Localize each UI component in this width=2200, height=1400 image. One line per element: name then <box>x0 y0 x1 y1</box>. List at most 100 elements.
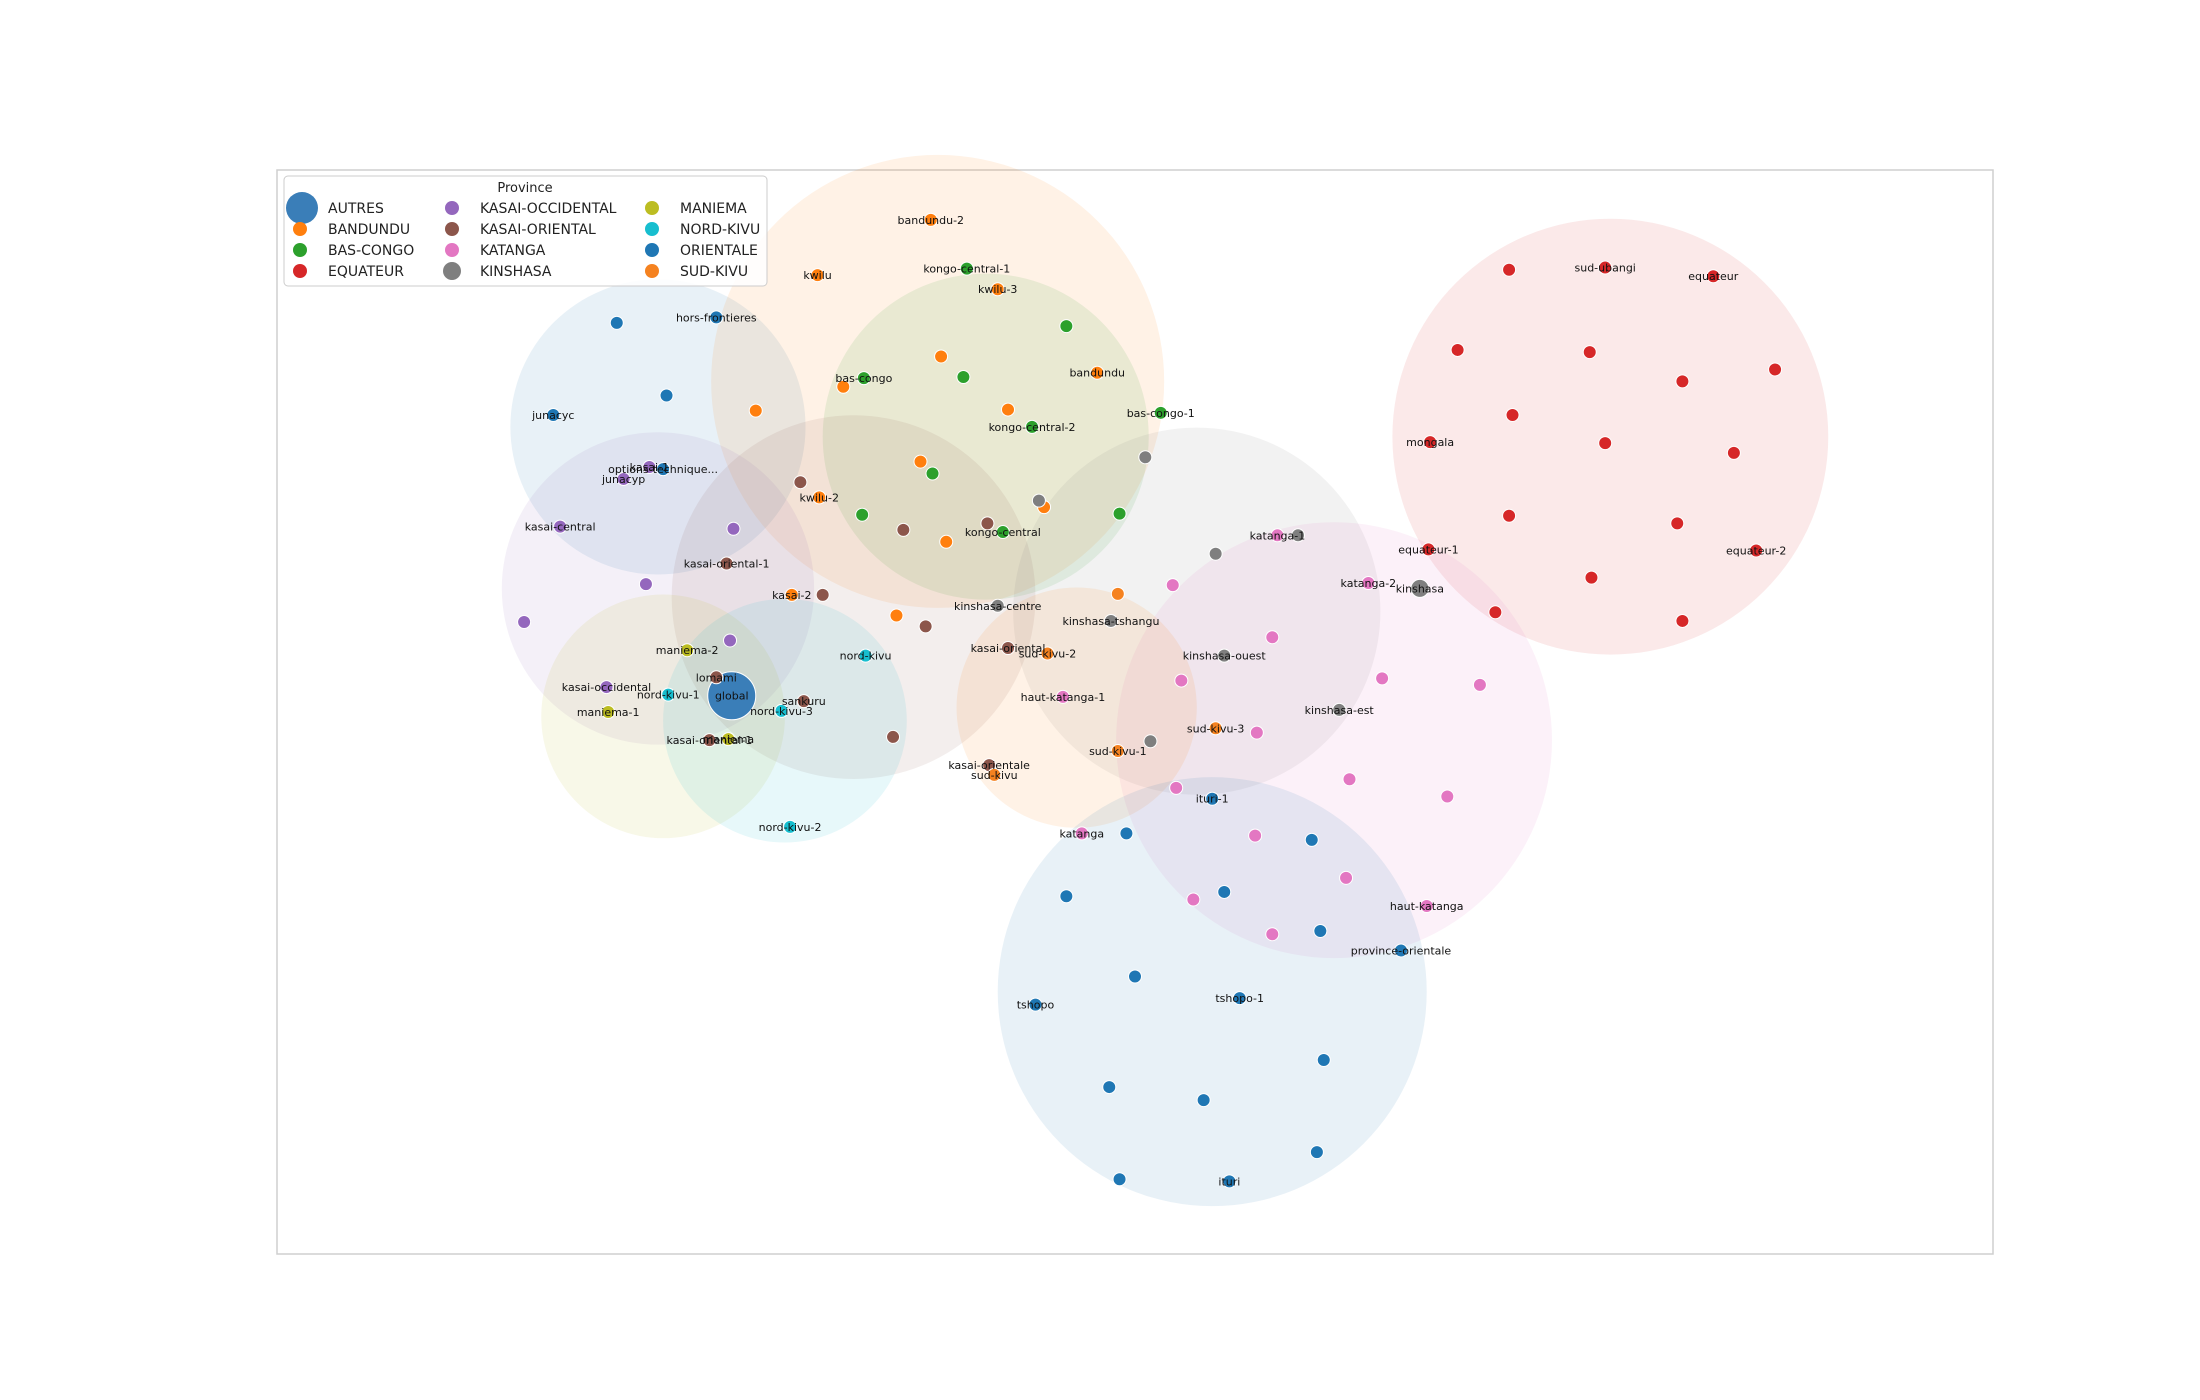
point-sankuru[interactable] <box>796 694 811 709</box>
point-haut-katanga-1[interactable] <box>1055 689 1070 704</box>
point-sud-kivu[interactable] <box>987 767 1002 782</box>
point-katanga-92[interactable] <box>1186 892 1201 907</box>
point-equateur[interactable] <box>1706 269 1721 284</box>
point-katanga-88[interactable] <box>1440 789 1455 804</box>
point-kinshasa-68[interactable] <box>1138 450 1153 465</box>
point-maniema-1[interactable] <box>601 705 616 719</box>
point-equateur-45[interactable] <box>1584 570 1599 585</box>
point-kasai-oriental-1[interactable] <box>719 556 734 571</box>
point-options-technique[interactable] <box>656 462 671 477</box>
point-kinshasa-centre[interactable] <box>990 598 1005 613</box>
point-orientale-121[interactable] <box>1309 1145 1324 1160</box>
point-bandundu-19[interactable] <box>889 608 904 623</box>
point-kasai-central[interactable] <box>553 519 568 534</box>
point-equateur-47[interactable] <box>1675 613 1690 628</box>
point-equateur-1[interactable] <box>1421 542 1436 557</box>
point-bandundu-12[interactable] <box>1001 402 1016 417</box>
point-kasai-oriental-57[interactable] <box>896 522 911 537</box>
point-orientale-119[interactable] <box>1102 1080 1117 1095</box>
point-bas-congo-1[interactable] <box>1153 405 1168 420</box>
point-katanga-91[interactable] <box>1339 870 1354 885</box>
point-sud-kivu-2[interactable] <box>1040 646 1055 661</box>
point-kwilu-2[interactable] <box>812 490 827 505</box>
point-province-orientale[interactable] <box>1393 943 1408 958</box>
point-bas-congo-27[interactable] <box>855 507 870 522</box>
point-orientale-1[interactable] <box>609 315 624 330</box>
point-global[interactable] <box>707 671 757 721</box>
point-junacyp[interactable] <box>616 471 631 486</box>
point-kinshasa-est[interactable] <box>1332 702 1347 717</box>
point-kongo-central-1[interactable] <box>959 261 974 276</box>
point-haut-katanga[interactable] <box>1419 899 1434 914</box>
point-katanga-79[interactable] <box>1165 578 1180 593</box>
point-kinshasa-ouest[interactable] <box>1217 648 1232 663</box>
point-equateur-36[interactable] <box>1768 362 1783 377</box>
point-sud-kivu-103[interactable] <box>1110 586 1125 601</box>
point-orientale-109[interactable] <box>1119 826 1134 841</box>
point-katanga-89[interactable] <box>1169 780 1184 795</box>
point-kasai-oriental-65[interactable] <box>886 729 901 744</box>
point-kasai-oriental-61[interactable] <box>918 619 933 634</box>
point-katanga-1[interactable] <box>1270 528 1285 543</box>
point-kasai-occidental-51[interactable] <box>726 521 741 536</box>
point-orientale-110[interactable] <box>1304 832 1319 847</box>
point-lomami[interactable] <box>709 670 724 685</box>
point-orientale-2[interactable] <box>659 388 674 403</box>
point-tshopo[interactable] <box>1028 997 1043 1012</box>
point-katanga-2[interactable] <box>1361 576 1376 591</box>
point-sud-ubangi[interactable] <box>1598 260 1613 275</box>
point-kinshasa-69[interactable] <box>1031 493 1046 508</box>
point-orientale-115[interactable] <box>1128 969 1142 984</box>
point-kinshasa-77[interactable] <box>1143 734 1158 749</box>
point-bandundu-10[interactable] <box>836 379 851 394</box>
point-tshopo-1[interactable] <box>1232 991 1247 1006</box>
point-bandundu-11[interactable] <box>748 403 763 418</box>
point-equateur-30[interactable] <box>1502 262 1517 277</box>
point-maniema-2[interactable] <box>680 643 695 658</box>
point-katanga-81[interactable] <box>1265 630 1280 645</box>
point-katanga-87[interactable] <box>1342 772 1357 787</box>
point-orientale-112[interactable] <box>1217 884 1232 899</box>
point-equateur-42[interactable] <box>1670 516 1685 531</box>
point-bas-congo-22[interactable] <box>956 370 971 385</box>
point-orientale-113[interactable] <box>1313 923 1328 938</box>
point-kasai-occidental-52[interactable] <box>638 577 653 592</box>
point-kasai-2[interactable] <box>784 587 799 602</box>
point-mongala[interactable] <box>1423 435 1438 450</box>
point-katanga-90[interactable] <box>1248 828 1263 843</box>
point-kinshasa-71[interactable] <box>1208 546 1223 561</box>
point-equateur-35[interactable] <box>1675 374 1690 389</box>
point-equateur-33[interactable] <box>1450 342 1465 357</box>
point-nord-kivu-2[interactable] <box>783 819 798 834</box>
point-nord-kivu-3[interactable] <box>774 703 789 718</box>
point-bandundu-9[interactable] <box>934 349 949 364</box>
point-kongo-central-2[interactable] <box>1025 419 1040 434</box>
point-bas-congo[interactable] <box>856 371 871 386</box>
point-ituri[interactable] <box>1222 1174 1237 1189</box>
point-kwilu-3[interactable] <box>990 282 1005 297</box>
point-kasai-occidental-53[interactable] <box>517 615 532 630</box>
point-katanga-83[interactable] <box>1375 671 1390 686</box>
point-kasai-occidental-54[interactable] <box>723 633 738 648</box>
point-equateur-34[interactable] <box>1582 345 1597 360</box>
point-kasai-1[interactable] <box>642 460 657 475</box>
point-katanga-84[interactable] <box>1472 677 1487 692</box>
point-bandundu[interactable] <box>1090 365 1105 380</box>
point-orientale-122[interactable] <box>1112 1172 1127 1187</box>
point-bas-congo-26[interactable] <box>925 466 940 481</box>
point-equateur-41[interactable] <box>1502 508 1517 523</box>
point-kasai-occidental[interactable] <box>599 680 614 695</box>
point-orientale-120[interactable] <box>1196 1093 1211 1108</box>
point-equateur-46[interactable] <box>1488 605 1503 620</box>
point-katanga-86[interactable] <box>1249 725 1264 740</box>
point-bandundu-13[interactable] <box>913 454 928 469</box>
point-katanga[interactable] <box>1074 826 1089 841</box>
point-nord-kivu-1[interactable] <box>661 687 676 702</box>
point-bandundu-2[interactable] <box>923 212 938 227</box>
point-kwilu[interactable] <box>810 268 825 283</box>
point-kasai-oriental-56[interactable] <box>793 475 808 490</box>
point-bas-congo-21[interactable] <box>1059 319 1074 334</box>
point-kasai-oriental-60[interactable] <box>815 587 830 602</box>
point-equateur-2[interactable] <box>1749 543 1764 558</box>
point-kasai-oriental-58[interactable] <box>980 516 995 531</box>
